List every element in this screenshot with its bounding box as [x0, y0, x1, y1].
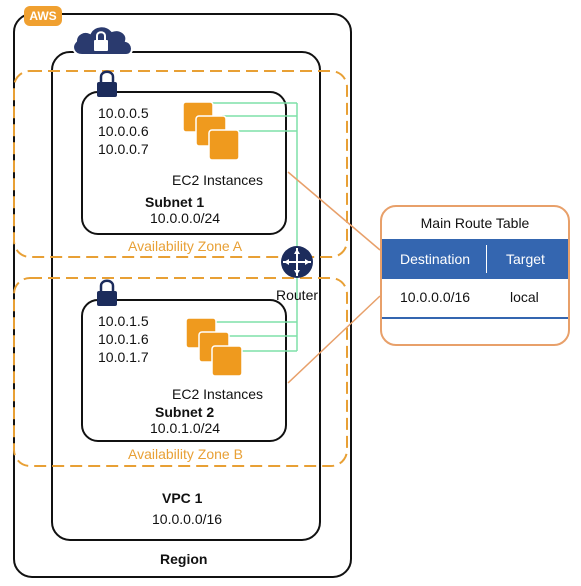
- route-table-title: Main Route Table: [420, 215, 530, 231]
- subnet-1-box: [81, 91, 287, 235]
- ip-address: 10.0.1.6: [98, 331, 149, 347]
- header-divider: [486, 245, 487, 273]
- route-destination-cell: 10.0.0.0/16: [400, 289, 471, 305]
- availability-zone-b-box: [13, 277, 348, 467]
- vpc-name: VPC 1: [162, 490, 203, 506]
- ip-address: 10.0.0.5: [98, 105, 149, 121]
- availability-zone-b-label: Availability Zone B: [128, 446, 243, 462]
- ip-address: 10.0.1.7: [98, 349, 149, 365]
- subnet-1-connectors: [210, 102, 298, 246]
- destination-column-header: Destination: [400, 251, 471, 267]
- vpc-cidr: 10.0.0.0/16: [152, 511, 223, 527]
- availability-zone-a-label: Availability Zone A: [128, 238, 243, 254]
- route-target-cell: local: [510, 289, 539, 305]
- ip-address: 10.0.0.6: [98, 123, 149, 139]
- subnet-1-lock-icon: [97, 70, 117, 97]
- vpc-cloud-lock-icon: [72, 25, 133, 56]
- route-table-bottom-rule: [382, 317, 568, 319]
- availability-zone-a-box: [13, 70, 348, 258]
- subnet-2-lock-icon: [97, 279, 117, 306]
- ip-address: 10.0.1.5: [98, 313, 149, 329]
- router-icon: [281, 246, 313, 278]
- route-table-header-row: Destination Target: [382, 239, 568, 279]
- subnet-1-cidr: 10.0.0.0/24: [150, 210, 221, 226]
- subnet-2-name: Subnet 2: [155, 404, 215, 420]
- subnet-2-ip-list: 10.0.1.5 10.0.1.6 10.0.1.7: [98, 312, 149, 366]
- subnet-2-instances-label: EC2 Instances: [172, 386, 264, 402]
- router-label: Router: [276, 287, 319, 303]
- region-box: [13, 13, 352, 578]
- ec2-instances-icon-subnet-1: [182, 101, 240, 161]
- aws-badge: AWS: [24, 6, 62, 26]
- subnet-2-connectors: [213, 276, 298, 352]
- region-label: Region: [160, 551, 208, 567]
- ec2-instances-icon-subnet-2: [185, 317, 243, 377]
- target-column-header: Target: [506, 251, 545, 267]
- subnet-1-instances-label: EC2 Instances: [172, 172, 264, 188]
- subnet-2-cidr: 10.0.1.0/24: [150, 420, 221, 436]
- ip-address: 10.0.0.7: [98, 141, 149, 157]
- subnet-1-ip-list: 10.0.0.5 10.0.0.6 10.0.0.7: [98, 104, 149, 158]
- subnet-1-name: Subnet 1: [145, 194, 205, 210]
- vpc-box: [51, 51, 321, 541]
- route-table-connectors: [287, 171, 381, 384]
- main-route-table: Main Route Table Destination Target 10.0…: [380, 205, 570, 346]
